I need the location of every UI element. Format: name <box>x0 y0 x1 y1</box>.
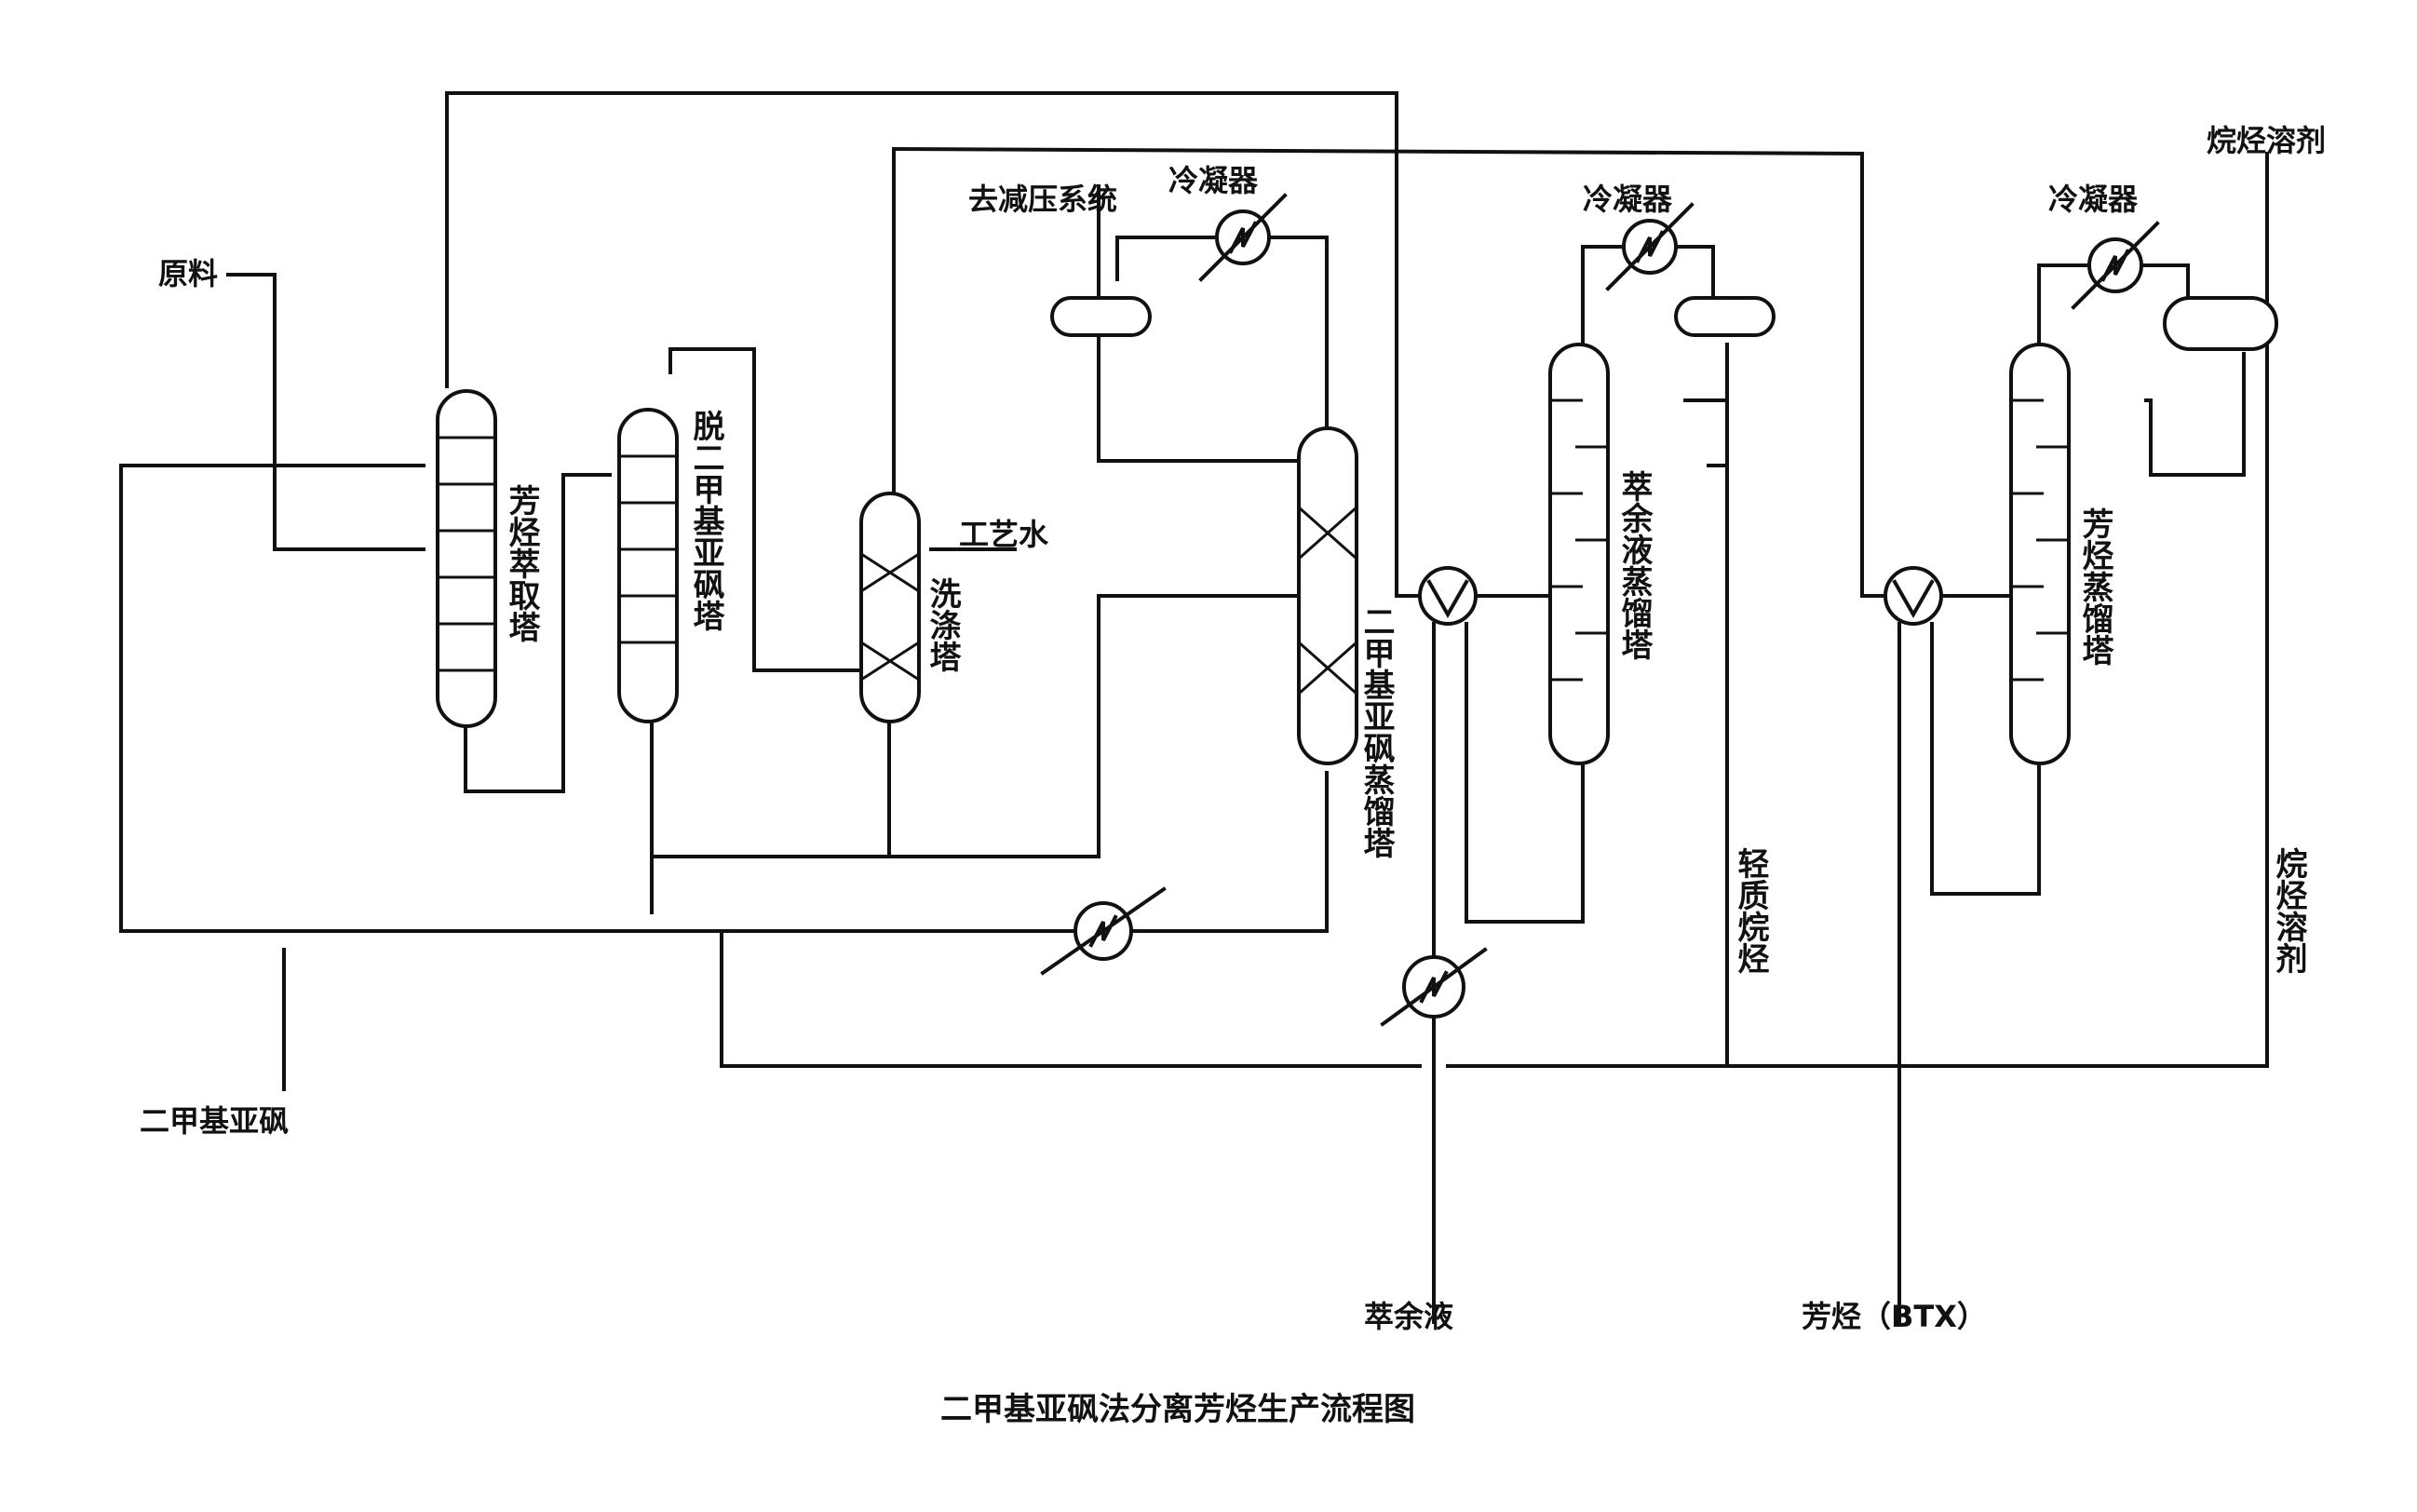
feed-label: 原料 <box>158 256 218 291</box>
extractor-label: 芳烃萃取塔 <box>503 484 540 642</box>
dedmso-column <box>617 408 679 723</box>
raffinate-label: 萃余液 <box>1364 1299 1453 1334</box>
btx-label: 芳烃（BTX） <box>1802 1299 1987 1334</box>
process-water-label: 工艺水 <box>959 517 1049 552</box>
pump-1-icon <box>1418 566 1478 626</box>
light-paraffin-label: 轻质烷烃 <box>1732 847 1769 975</box>
aromatic-still <box>2009 343 2071 765</box>
raffinate-still <box>1548 343 1610 765</box>
dmso-still-label: 二甲基亚砜蒸馏塔 <box>1357 605 1395 858</box>
condenser-1-icon <box>1198 193 1288 282</box>
condenser-2-label: 冷凝器 <box>1583 182 1673 217</box>
dmso-label: 二甲基亚砜 <box>140 1103 289 1139</box>
diagram-title: 二甲基亚砜法分离芳烃生产流程图 <box>940 1391 1415 1428</box>
reflux-drum-1 <box>1050 296 1152 337</box>
piping <box>119 91 2269 1324</box>
alkane-solvent-side-label: 烷烃溶剂 <box>2270 846 2307 974</box>
condenser-3-icon <box>2071 221 2160 310</box>
condenser-3-label: 冷凝器 <box>2048 182 2139 217</box>
raffinate-still-label: 萃余液蒸馏塔 <box>1615 470 1654 660</box>
aromatic-still-label: 芳烃蒸馏塔 <box>2076 507 2113 666</box>
washer-label: 洗涤塔 <box>924 577 961 672</box>
heat-exchanger-1-icon <box>1040 886 1167 976</box>
dmso-still <box>1297 426 1358 765</box>
dedmso-label: 脱二甲基亚砜塔 <box>687 410 724 631</box>
reflux-drum-2 <box>1674 296 1776 337</box>
alkane-solvent-top-label: 烷烃溶剂 <box>2207 123 2326 158</box>
vacuum-label: 去减压系统 <box>968 182 1117 217</box>
heat-exchanger-2-icon <box>1380 947 1488 1027</box>
washer-column <box>859 492 921 723</box>
extractor-column <box>436 389 497 728</box>
reflux-drum-3 <box>2163 296 2278 351</box>
condenser-1-label: 冷凝器 <box>1168 163 1259 198</box>
condenser-2-icon <box>1605 202 1695 291</box>
pump-2-icon <box>1884 566 1943 626</box>
